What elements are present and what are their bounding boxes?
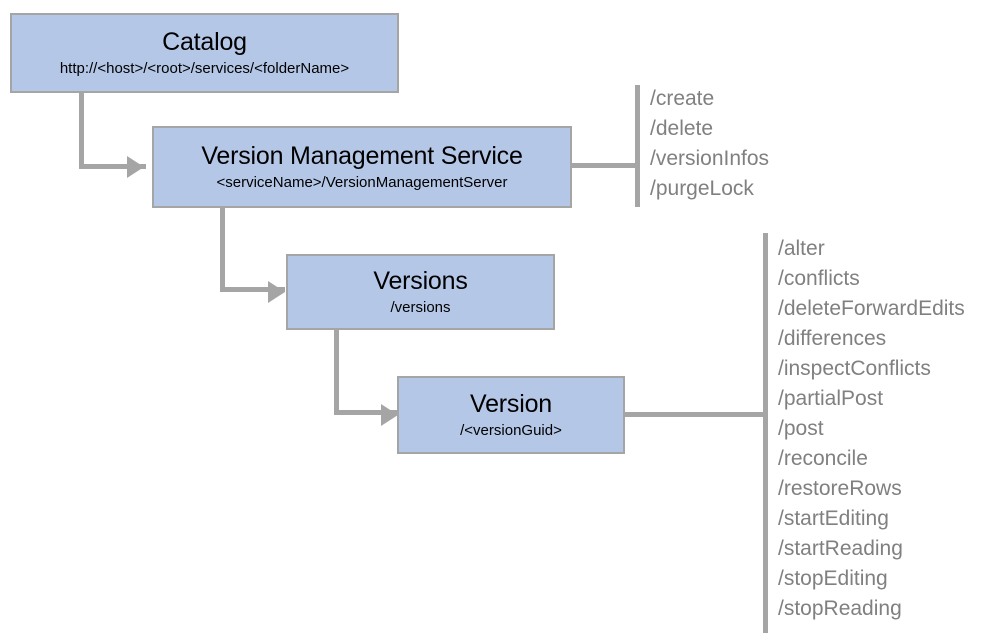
operation-item[interactable]: /create [650,87,715,110]
node-catalog[interactable]: Catalog http://<host>/<root>/services/<f… [10,13,399,93]
node-version-path: /<versionGuid> [460,422,562,439]
operation-item[interactable]: /startEditing [778,507,889,530]
node-version-title: Version [470,390,552,418]
node-version-management-service-title: Version Management Service [201,142,523,170]
node-version-management-service-path: <serviceName>/VersionManagementServer [216,174,508,191]
operation-item[interactable]: /conflicts [778,267,860,290]
connector-catalog-to-service-horizontal [79,164,146,169]
operation-item[interactable]: /reconcile [778,447,868,470]
node-version-management-service[interactable]: Version Management Service <serviceName>… [152,126,572,208]
connector-versions-to-version-horizontal [334,410,398,415]
operation-item[interactable]: /alter [778,237,825,260]
connector-service-to-versions-vertical [220,207,225,292]
connector-catalog-to-service-vertical [79,92,84,169]
operation-item[interactable]: /purgeLock [650,177,754,200]
arrow-head-icon-versions-to-version [381,404,398,426]
connector-service-to-versions-horizontal [220,287,285,292]
operation-item[interactable]: /partialPost [778,387,884,410]
connector-service-to-operations [572,163,639,168]
bracket-version-operations [763,233,768,633]
operation-item[interactable]: /deleteForwardEdits [778,297,965,320]
operation-item[interactable]: /delete [650,117,714,140]
operation-item[interactable]: /inspectConflicts [778,357,931,380]
operation-item[interactable]: /stopEditing [778,567,888,590]
arrow-head-icon-service-to-versions [268,281,285,303]
connector-versions-to-version-vertical [334,329,339,415]
connector-version-to-operations [625,412,767,417]
operation-item[interactable]: /post [778,417,824,440]
node-versions-title: Versions [373,267,468,295]
arrow-head-icon-catalog-to-service [127,156,144,178]
operation-item[interactable]: /startReading [778,537,903,560]
operation-item[interactable]: /stopReading [778,597,902,620]
node-catalog-path: http://<host>/<root>/services/<folderNam… [59,60,350,77]
version-operations-list: /alter/conflicts/deleteForwardEdits/diff… [778,234,965,624]
node-versions-path: /versions [390,299,451,316]
node-version[interactable]: Version /<versionGuid> [397,376,625,454]
operation-item[interactable]: /versionInfos [650,147,770,170]
node-catalog-title: Catalog [162,28,247,56]
node-versions[interactable]: Versions /versions [286,254,555,330]
bracket-service-operations [635,85,640,207]
operation-item[interactable]: /restoreRows [778,477,902,500]
operation-item[interactable]: /differences [778,327,887,350]
service-operations-list: /create/delete/versionInfos/purgeLock [650,84,769,204]
